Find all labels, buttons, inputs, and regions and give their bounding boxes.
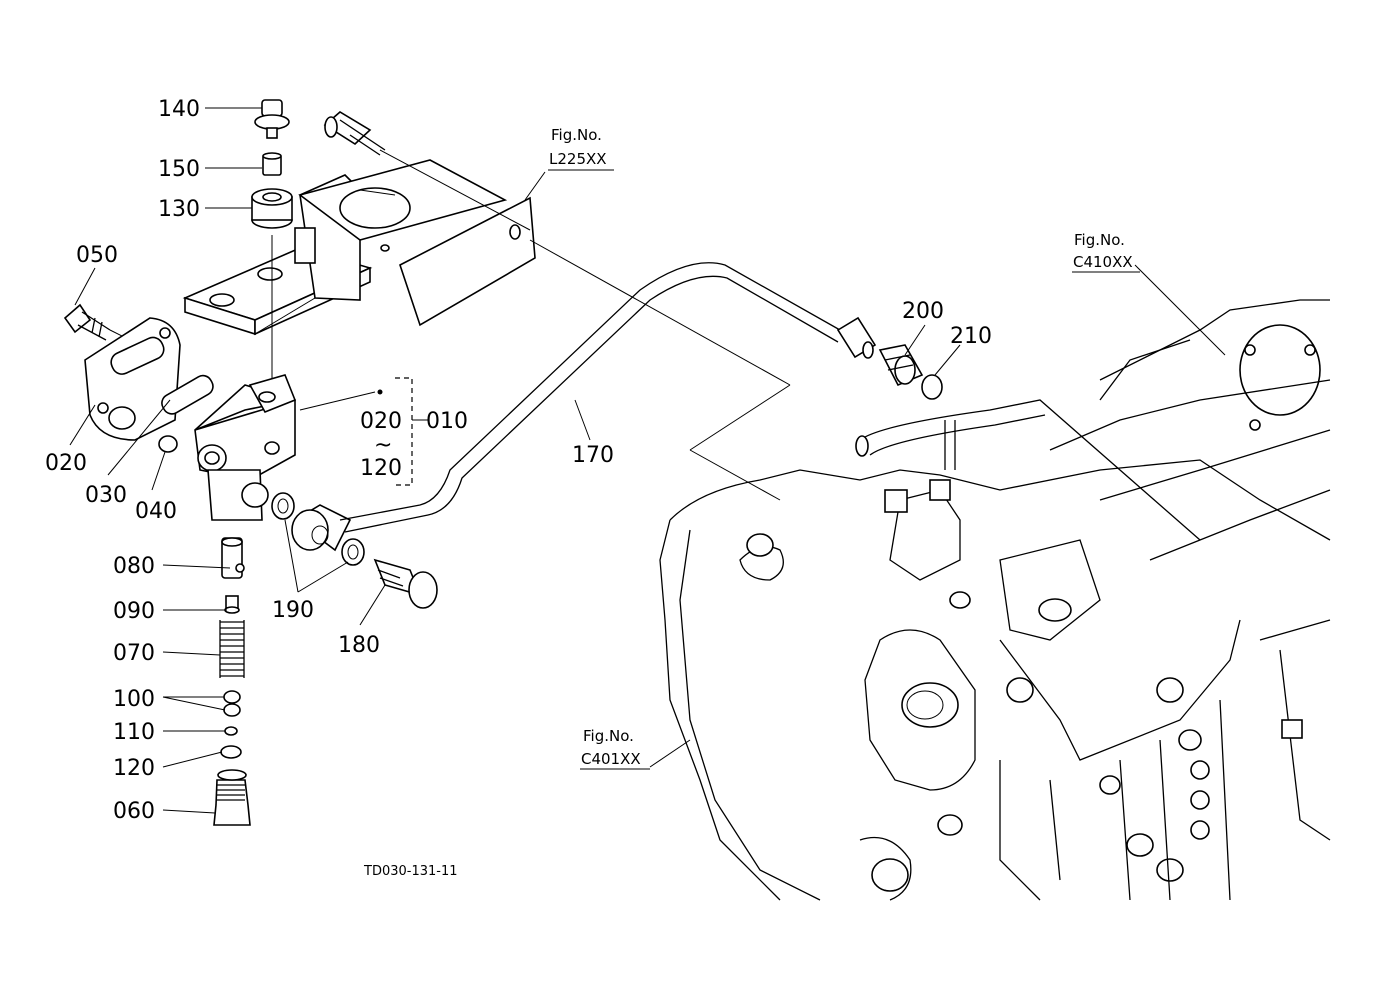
fig-ref-l225-code: L225XX (549, 150, 607, 168)
label-130: 130 (158, 197, 200, 222)
label-140: 140 (158, 97, 200, 122)
label-180: 180 (338, 633, 380, 658)
label-040: 040 (135, 499, 177, 524)
range-to-label: 120 (360, 456, 402, 481)
label-150: 150 (158, 157, 200, 182)
label-070: 070 (113, 641, 155, 666)
range-from-label: 020 (360, 409, 402, 434)
label-090: 090 (113, 599, 155, 624)
oring-040 (158, 435, 178, 453)
fig-ref-l225-prefix: Fig.No. (551, 126, 602, 144)
transmission-housing (659, 459, 1331, 901)
fig-ref-c401-code: C401XX (581, 750, 641, 768)
assembly-label: 010 (426, 409, 468, 434)
label-190: 190 (272, 598, 314, 623)
label-210: 210 (950, 324, 992, 349)
part-labels: 140 150 130 050 020 030 040 080 090 070 … (45, 97, 992, 824)
plug-140 (254, 99, 290, 139)
pipe-170 (339, 262, 877, 533)
range-tilde: ~ (374, 433, 392, 458)
label-030: 030 (85, 483, 127, 508)
fig-ref-c401-prefix: Fig.No. (583, 727, 634, 745)
cover-020 (84, 317, 181, 441)
drawing-code: TD030-131-11 (363, 864, 458, 879)
label-120: 120 (113, 756, 155, 781)
label-200: 200 (902, 299, 944, 324)
label-020: 020 (45, 451, 87, 476)
label-110: 110 (113, 720, 155, 745)
oring-210 (921, 374, 943, 400)
label-170: 170 (572, 443, 614, 468)
lever-rod (855, 399, 1201, 541)
collar-150 (262, 152, 282, 176)
label-100: 100 (113, 687, 155, 712)
leader-lines (69, 107, 1226, 814)
bracket-bolt (323, 111, 531, 231)
valve-body (194, 374, 297, 521)
fig-ref-c410-prefix: Fig.No. (1074, 231, 1125, 249)
label-050: 050 (76, 243, 118, 268)
mounting-bracket (182, 159, 536, 336)
valve-stack (213, 537, 251, 826)
label-080: 080 (113, 554, 155, 579)
label-060: 060 (113, 799, 155, 824)
washers-190 (271, 492, 365, 566)
rear-housing (1049, 299, 1331, 561)
fig-ref-c410-code: C410XX (1073, 253, 1133, 271)
seat-130 (251, 188, 293, 229)
bolt-180 (373, 558, 438, 609)
fitting-200 (878, 344, 924, 387)
banjo-fitting (291, 504, 352, 552)
figure-references: Fig.No. L225XX Fig.No. C410XX Fig.No. C4… (548, 126, 1140, 770)
